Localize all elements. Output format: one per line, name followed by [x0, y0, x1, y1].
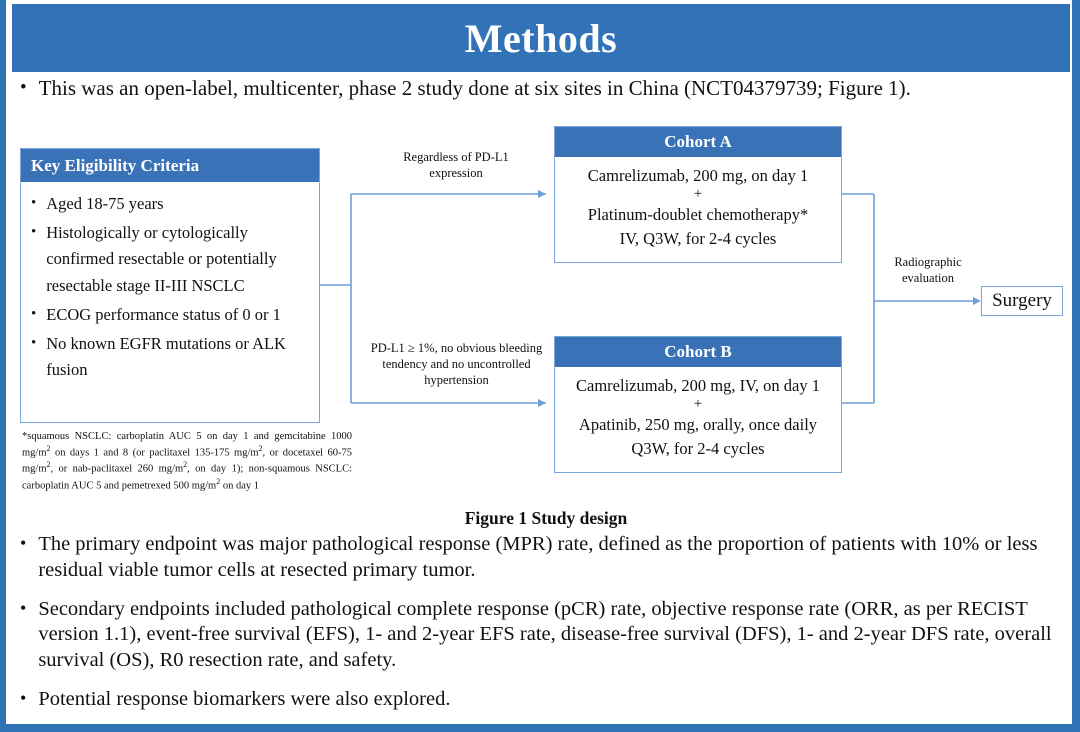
cohort-b-line-3: Q3W, for 2-4 cycles [631, 438, 765, 458]
bullet-glyph: • [31, 195, 37, 211]
bullet-text-biomarkers: Potential response biomarkers were also … [38, 688, 451, 711]
superscript-two: 2 [216, 476, 221, 486]
lead-bullet: • This was an open-label, multicenter, p… [20, 76, 1060, 101]
bullet-glyph: • [31, 334, 37, 351]
endpoints-bullet-list: • The primary endpoint was major patholo… [20, 532, 1066, 726]
bullet-glyph: • [20, 688, 27, 709]
cohort-a-plus: + [693, 186, 703, 203]
bullet-glyph: • [20, 77, 27, 98]
footnote-part-4: , or nab-paclitaxel 260 mg/m [50, 463, 184, 475]
connector-lines [320, 190, 981, 407]
cohort-a-box: Cohort A Camrelizumab, 200 mg, on day 1 … [554, 126, 842, 263]
cohort-a-body: Camrelizumab, 200 mg, on day 1 + Platinu… [555, 157, 841, 250]
list-item: • Aged 18-75 years [31, 191, 311, 218]
eligibility-header: Key Eligibility Criteria [21, 149, 319, 182]
cohort-a-header: Cohort A [555, 127, 841, 157]
footnote-part-6: on day 1 [220, 480, 260, 492]
surgery-label: Surgery [992, 290, 1052, 311]
eligibility-item-text: Aged 18-75 years [46, 194, 164, 213]
bullet-text-primary-endpoint: The primary endpoint was major pathologi… [38, 533, 1038, 581]
superscript-two: 2 [258, 443, 263, 453]
bullet-glyph: • [31, 305, 37, 322]
cohort-b-plus: + [693, 396, 703, 413]
footnote-part-1: *squamous NSCLC: carboplatin AUC 5 on da… [22, 431, 352, 459]
cohort-a-line-1: Camrelizumab, 200 mg, on day 1 [587, 166, 809, 185]
arrow-label-regardless-pdl1: Regardless of PD-L1 expression [403, 150, 509, 180]
list-item: • Histologically or cytologically confir… [31, 220, 311, 300]
figure-caption: Figure 1 Study design [464, 508, 628, 528]
superscript-two: 2 [46, 460, 51, 470]
eligibility-criteria-box: Key Eligibility Criteria • Aged 18-75 ye… [20, 148, 320, 423]
footnote-part-3: , or docetaxel 60-75 mg/m [22, 447, 352, 475]
superscript-two: 2 [46, 443, 51, 453]
bullet-glyph: • [20, 533, 27, 553]
eligibility-item-text: ECOG performance status of 0 or 1 [46, 304, 281, 324]
cohort-b-line-1: Camrelizumab, 200 mg, IV, on day 1 [576, 376, 820, 395]
page-title: Methods [464, 15, 618, 61]
cohort-b-body: Camrelizumab, 200 mg, IV, on day 1 + Apa… [555, 367, 841, 460]
cohort-b-header: Cohort B [555, 337, 841, 367]
bullet-glyph: • [31, 223, 37, 240]
eligibility-item-text: No known EGFR mutations or ALK fusion [46, 333, 286, 380]
cohort-b-line-2: Apatinib, 250 mg, orally, once daily [578, 415, 818, 435]
surgery-box: Surgery [981, 286, 1063, 316]
chemotherapy-footnote: *squamous NSCLC: carboplatin AUC 5 on da… [22, 430, 352, 493]
slide-header-banner: Methods [12, 4, 1070, 72]
list-item: • The primary endpoint was major patholo… [20, 532, 1066, 584]
bullet-text-secondary-endpoints: Secondary endpoints included pathologica… [38, 597, 1052, 672]
cohort-a-line-2: Platinum-doublet chemotherapy* [587, 205, 809, 225]
arrow-label-pdl1-criteria: PD-L1 ≥ 1%, no obvious bleeding tendency… [370, 341, 543, 387]
study-design-figure: Key Eligibility Criteria • Aged 18-75 ye… [6, 118, 1080, 503]
arrow-label-radiographic-evaluation: Radiographic evaluation [894, 255, 962, 285]
footnote-part-5: , on day 1); non-squamous NSCLC: carbopl… [22, 463, 352, 492]
list-item: • No known EGFR mutations or ALK fusion [31, 331, 311, 384]
eligibility-item-text: Histologically or cytologically confirme… [46, 222, 277, 296]
cohort-a-line-3: IV, Q3W, for 2-4 cycles [619, 228, 777, 248]
cohort-b-box: Cohort B Camrelizumab, 200 mg, IV, on da… [554, 336, 842, 473]
list-item: • ECOG performance status of 0 or 1 [31, 302, 311, 329]
footnote-part-2: on days 1 and 8 (or paclitaxel 135-175 m… [50, 447, 259, 459]
list-item: • Secondary endpoints included pathologi… [20, 597, 1066, 674]
bullet-glyph: • [20, 597, 27, 618]
superscript-two: 2 [183, 460, 188, 470]
list-item: • Potential response biomarkers were als… [20, 687, 1066, 713]
eligibility-list: • Aged 18-75 years • Histologically or c… [21, 182, 319, 384]
lead-bullet-text: This was an open-label, multicenter, pha… [38, 76, 911, 100]
